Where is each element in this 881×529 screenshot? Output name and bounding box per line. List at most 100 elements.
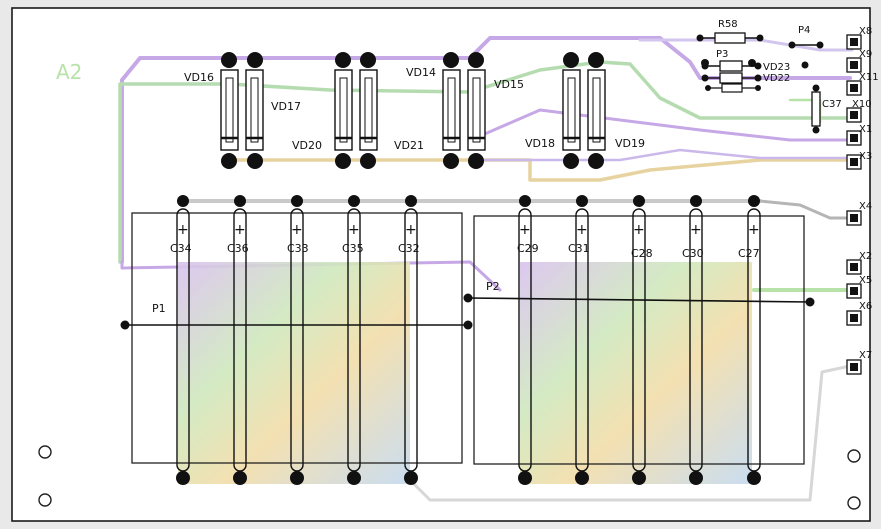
diode-label: VD22 (763, 73, 790, 84)
connector-label: X1 (859, 124, 872, 135)
diode-label: VD21 (394, 139, 424, 152)
diode-label: VD14 (406, 66, 436, 79)
diode-label: VD17 (271, 100, 301, 113)
capacitor-C32: + C32 (398, 195, 420, 485)
plate-p1-outline (131, 212, 463, 464)
plate-p2-pad-right (805, 297, 815, 307)
trace-x4 (758, 199, 852, 220)
capacitor-C27: + C27 (738, 195, 761, 485)
mounting-hole (38, 493, 52, 507)
capacitor-polarity: + (633, 222, 645, 238)
connector-X5: X5 (846, 275, 872, 299)
connector-X9: X9 (846, 49, 872, 73)
plate-p1-pad-right (463, 320, 473, 330)
trace-left-bus (120, 36, 852, 264)
diode-label: VD19 (615, 137, 645, 150)
plate-p1-tint (178, 262, 410, 484)
capacitor-C37-label: C37 (822, 99, 842, 110)
trace-top-bus (118, 60, 852, 264)
capacitor-polarity: + (234, 222, 246, 238)
plate-label-p1: P1 (152, 302, 166, 315)
diode-VD23: VD23 (701, 60, 790, 73)
traces (118, 36, 854, 502)
capacitor-label: C35 (342, 242, 364, 255)
connector-X7: X7 (846, 350, 872, 375)
connector-X4: X4 (846, 201, 872, 226)
mounting-hole (847, 449, 861, 463)
resistor-label: R58 (718, 19, 738, 30)
capacitor-label: C32 (398, 242, 420, 255)
diode-label: VD20 (292, 139, 322, 152)
capacitor-label: C28 (631, 247, 653, 260)
jumper-P4: P4 (788, 25, 824, 69)
connector-label: X8 (859, 26, 872, 37)
connector-label: X11 (859, 72, 879, 83)
diode-VD14: VD14 (406, 52, 461, 169)
capacitor-C37-group: C37 (811, 84, 842, 134)
diode-VD20: VD20 (292, 52, 353, 169)
trace-mid (228, 158, 852, 182)
capacitor-label: C27 (738, 247, 760, 260)
capacitor-polarity: + (690, 222, 702, 238)
capacitor-label: C33 (287, 242, 309, 255)
connector-X11: X11 (846, 72, 879, 96)
connector-X8: X8 (846, 26, 872, 50)
jumper-label: P4 (798, 25, 810, 36)
capacitor-C33: + C33 (287, 195, 309, 485)
capacitor-C34: + C34 (170, 195, 192, 485)
mounting-hole (847, 496, 861, 510)
capacitor-polarity: + (348, 222, 360, 238)
connector-X3: X3 (846, 151, 872, 170)
capacitor-label: C30 (682, 247, 704, 260)
capacitor-polarity: + (291, 222, 303, 238)
connector-X1: X1 (846, 124, 872, 146)
diode-label: VD18 (525, 137, 555, 150)
plate-label-p2: P2 (486, 280, 500, 293)
diode-VD19: VD19 (587, 52, 645, 169)
connector-label: X2 (859, 251, 872, 262)
capacitor-polarity: + (576, 222, 588, 238)
capacitor-polarity: + (748, 222, 760, 238)
diode-label: VD16 (184, 71, 214, 84)
mounting-hole (38, 445, 52, 459)
plate-p2-pad-left (463, 293, 473, 303)
capacitor-C31: + C31 (568, 195, 590, 485)
resistor-R58: R58 (696, 19, 764, 44)
capacitor-polarity: + (519, 222, 531, 238)
connector-label: X5 (859, 275, 872, 286)
jumper-label: P3 (716, 49, 728, 60)
diode-VD16: VD16 (184, 52, 239, 169)
board-label: A2 (56, 60, 82, 84)
trace-bottom (408, 364, 852, 502)
capacitor-polarity: + (405, 222, 417, 238)
plate-p2-wire (467, 297, 811, 303)
diode-VD17: VD17 (245, 52, 301, 169)
connector-X10: X10 (846, 99, 872, 123)
diode-VD18: VD18 (525, 52, 581, 169)
small-part-VD-lower (705, 83, 761, 93)
connector-label: X10 (852, 99, 872, 110)
connector-label: X7 (859, 350, 872, 361)
capacitor-C28: + C28 (631, 195, 653, 485)
capacitor-label: C29 (517, 242, 539, 255)
capacitor-C36: + C36 (227, 195, 249, 485)
capacitor-C35: + C35 (342, 195, 364, 485)
connector-label: X4 (859, 201, 872, 212)
plate-p2-outline (473, 215, 805, 465)
diode-VD21: VD21 (359, 52, 424, 169)
plate-p1-pad-left (120, 320, 130, 330)
capacitor-label: C34 (170, 242, 192, 255)
connector-label: X3 (859, 151, 872, 162)
capacitor-label: C36 (227, 242, 249, 255)
diode-VD22: VD22 (701, 72, 790, 84)
capacitor-C30: + C30 (682, 195, 704, 485)
capacitor-C29: + C29 (517, 195, 539, 485)
plate-p2-tint (520, 262, 752, 484)
diode-label: VD23 (763, 62, 790, 73)
connector-X6: X6 (846, 301, 872, 326)
diode-label: VD15 (494, 78, 524, 91)
connector-X2: X2 (846, 251, 872, 275)
trace-mid-2 (478, 108, 852, 142)
capacitor-polarity: + (177, 222, 189, 238)
